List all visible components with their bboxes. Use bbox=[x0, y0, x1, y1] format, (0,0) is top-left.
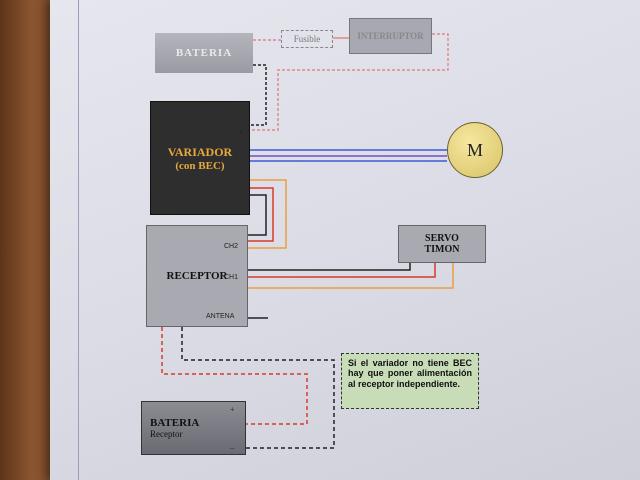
receiver-battery-title: BATERIA bbox=[150, 417, 200, 429]
bec-note: Si el variador no tiene BEC hay que pone… bbox=[341, 353, 479, 409]
rxbat-minus-label: – bbox=[230, 443, 234, 452]
receiver-antenna-label: ANTENA bbox=[206, 313, 235, 320]
main-battery: BATERIA bbox=[155, 33, 253, 73]
fuse: Fusible bbox=[281, 30, 333, 48]
esc-title: VARIADOR bbox=[167, 144, 233, 159]
rxbat-plus-label: + bbox=[230, 405, 235, 414]
receiver-battery: BATERIA Receptor bbox=[141, 401, 246, 455]
esc-subtitle: (con BEC) bbox=[175, 159, 225, 172]
receiver-battery-subtitle: Receptor bbox=[150, 429, 183, 439]
paper-margin-line bbox=[78, 0, 79, 480]
receiver-ch1-label: CH1 bbox=[224, 274, 239, 281]
switch: INTERRUPTOR bbox=[349, 18, 432, 54]
esc-box: VARIADOR (con BEC) bbox=[150, 101, 250, 215]
servo-line2: TIMON bbox=[424, 244, 460, 255]
servo-box: SERVO TIMON bbox=[398, 225, 486, 263]
esc-plus-label: + bbox=[238, 128, 243, 137]
servo-line1: SERVO bbox=[425, 233, 459, 244]
receiver-title: RECEPTOR bbox=[166, 270, 228, 282]
receiver-box: RECEPTOR bbox=[146, 225, 248, 327]
receiver-ch2-label: CH2 bbox=[224, 243, 239, 250]
motor: M bbox=[447, 122, 503, 178]
